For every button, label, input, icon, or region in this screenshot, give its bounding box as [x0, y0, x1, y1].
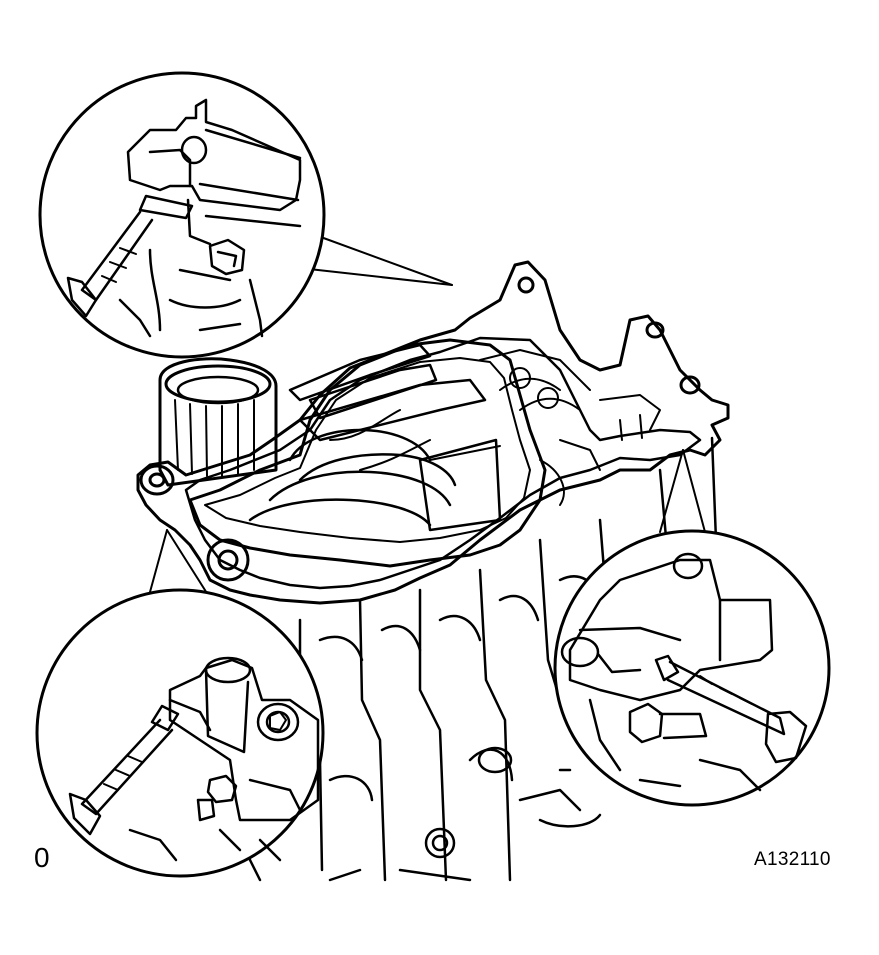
engine-block: [226, 436, 718, 882]
intake-manifold: [136, 260, 730, 605]
leader-lines: [149, 235, 706, 599]
view-mark-label: 0: [34, 842, 50, 873]
detail-view-bottom-left: [35, 588, 325, 878]
detail-view-top-left: [38, 71, 326, 359]
detail-view-bottom-right: [553, 529, 831, 807]
figure-id-label: A132110: [754, 849, 831, 870]
